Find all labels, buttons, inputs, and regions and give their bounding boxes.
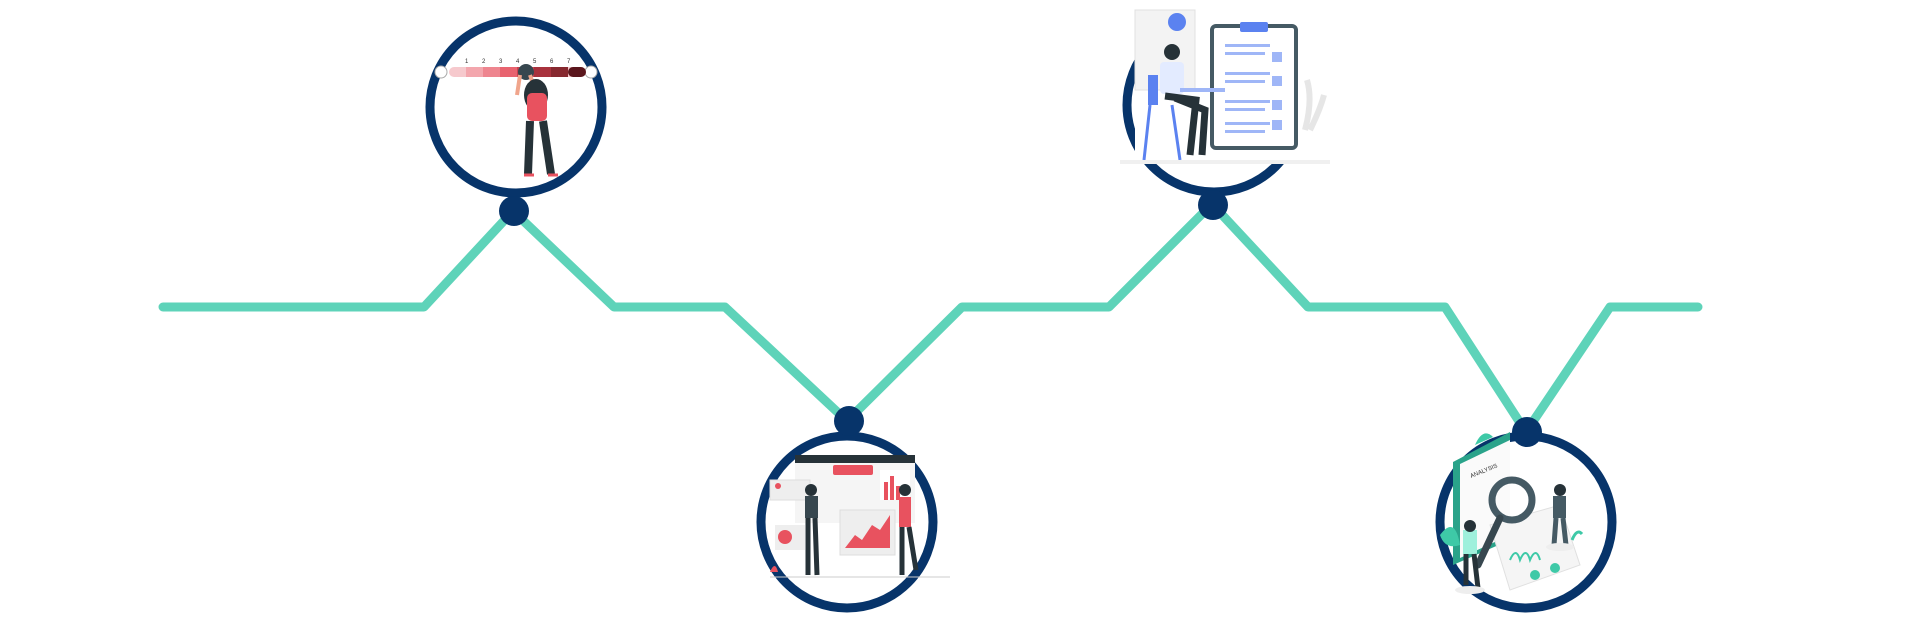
scale-label: 3 xyxy=(499,59,503,65)
scale-label: 6 xyxy=(550,59,554,65)
analysis-illustration: ANALYSIS xyxy=(1440,432,1584,594)
milestone-idea-checklist xyxy=(1120,9,1330,220)
checklist-illustration xyxy=(1120,9,1330,164)
scale-label: 1 xyxy=(465,59,469,65)
milestone-node xyxy=(1198,190,1228,220)
milestone-rating-scale: 1 2 3 4 5 6 7 xyxy=(425,16,607,226)
dashboard-illustration xyxy=(769,455,950,578)
scale-label: 2 xyxy=(482,59,486,65)
scale-label: 5 xyxy=(533,59,537,65)
rating-scale-illustration: 1 2 3 4 5 6 7 xyxy=(434,59,598,177)
milestone-node xyxy=(834,406,864,436)
milestone-ring xyxy=(425,16,607,198)
milestone-node xyxy=(1512,417,1542,447)
timeline-path xyxy=(158,199,1703,437)
scale-label: 7 xyxy=(567,59,571,65)
scale-label: 4 xyxy=(516,59,520,65)
milestone-data-dashboard xyxy=(756,406,950,613)
milestone-node xyxy=(499,196,529,226)
milestone-analysis: ANALYSIS xyxy=(1435,417,1617,613)
